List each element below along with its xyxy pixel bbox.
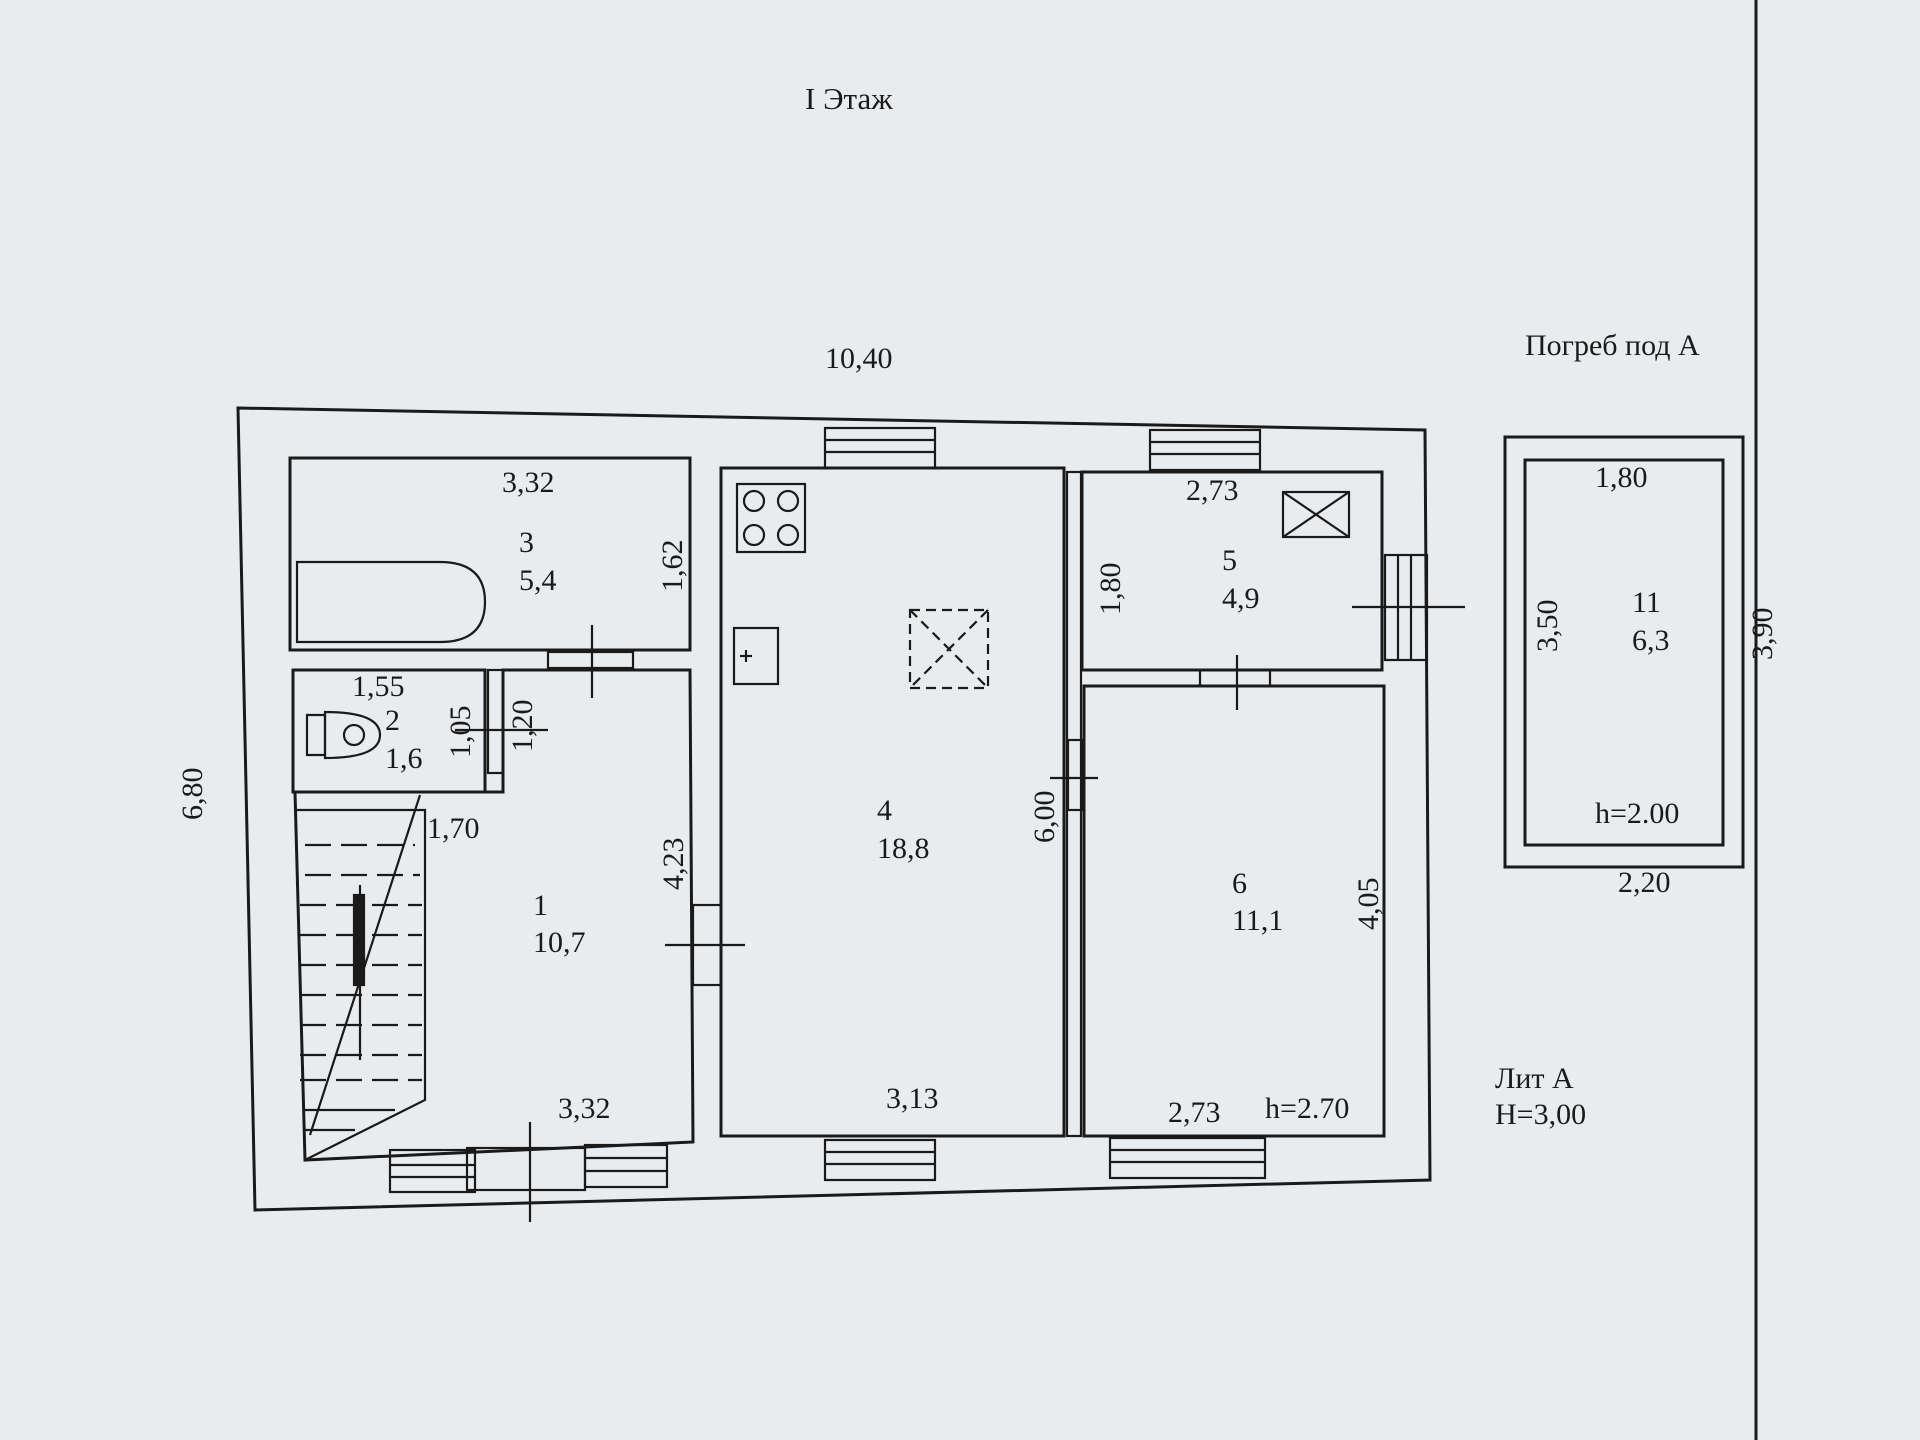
overall-width-dim: 10,40 (825, 342, 893, 375)
room-2-area: 1,6 (385, 742, 423, 775)
boiler-icon (1281, 490, 1351, 539)
room-6-dim-width: 2,73 (1168, 1096, 1221, 1129)
room-4-number: 4 (877, 794, 892, 827)
door-room-3 (546, 625, 635, 698)
room-1: 1,70 4,23 1 10,7 3,32 (293, 668, 695, 1162)
room-1-dim-width: 1,70 (427, 812, 480, 845)
room-2: 1,55 2 1,6 1,05 1,20 (291, 668, 548, 794)
overall-depth-dim: 6,80 (176, 768, 209, 821)
room-1-dim-depth: 4,23 (657, 838, 690, 891)
room-5-area: 4,9 (1222, 582, 1260, 615)
room-5-dim-width: 2,73 (1186, 474, 1239, 507)
room-3: 3,32 3 5,4 1,62 (288, 456, 692, 652)
room-3-dim-width: 3,32 (502, 466, 555, 499)
entrance-door (465, 1122, 587, 1222)
toilet-icon (305, 710, 382, 760)
room-1-dim-bottom: 3,32 (558, 1092, 611, 1125)
lit-height: Н=3,00 (1495, 1098, 1586, 1131)
room-11-height: h=2.00 (1595, 797, 1679, 830)
room-3-number: 3 (519, 526, 534, 559)
room-6: 6 11,1 4,05 2,73 h=2.70 (1082, 684, 1386, 1138)
door-room-4-6 (1050, 738, 1098, 812)
bathtub-icon (295, 560, 487, 644)
room-4-dim-width: 3,13 (886, 1082, 939, 1115)
room-5-number: 5 (1222, 544, 1237, 577)
room-2-dim-depth: 1,05 (444, 706, 477, 759)
stove-icon (735, 482, 807, 554)
room-4-area: 18,8 (877, 832, 930, 865)
room-4: 4 18,8 6,00 3,13 (719, 466, 1066, 1138)
room-5-dim-depth: 1,80 (1094, 563, 1127, 616)
windows (388, 426, 1429, 1194)
cellar-outer-depth-dim: 3,90 (1746, 608, 1779, 661)
room-3-area: 5,4 (519, 564, 557, 597)
room-3-dim-depth: 1,62 (656, 540, 689, 593)
room-2-dim-passage: 1,20 (506, 700, 539, 753)
room-11-number: 11 (1632, 586, 1661, 619)
room-6-number: 6 (1232, 867, 1247, 900)
room-2-dim-width: 1,55 (352, 670, 405, 703)
room-6-height: h=2.70 (1265, 1092, 1349, 1125)
cellar-outer-width-dim: 2,20 (1618, 866, 1671, 899)
room-11-dim-width: 1,80 (1595, 461, 1648, 494)
room-1-number: 1 (533, 889, 548, 922)
room-6-dim-depth: 4,05 (1352, 878, 1385, 931)
room-2-number: 2 (385, 704, 400, 737)
cellar-title: Погреб под А (1525, 329, 1700, 362)
cellar-room-11: 1,80 3,50 11 6,3 h=2.00 2,20 3,90 (1503, 435, 1779, 899)
ventilation-icon (908, 608, 990, 690)
room-11-area: 6,3 (1632, 624, 1670, 657)
floor-title: I Этаж (805, 81, 893, 116)
sink-icon (732, 626, 780, 686)
staircase-icon (297, 794, 427, 1161)
room-1-area: 10,7 (533, 926, 586, 959)
lit-name: Лит А (1495, 1062, 1574, 1095)
room-6-area: 11,1 (1232, 904, 1283, 937)
room-11-dim-depth: 3,50 (1531, 600, 1564, 653)
room-4-dim-depth: 6,00 (1028, 791, 1061, 844)
house-outline (236, 406, 1432, 1212)
